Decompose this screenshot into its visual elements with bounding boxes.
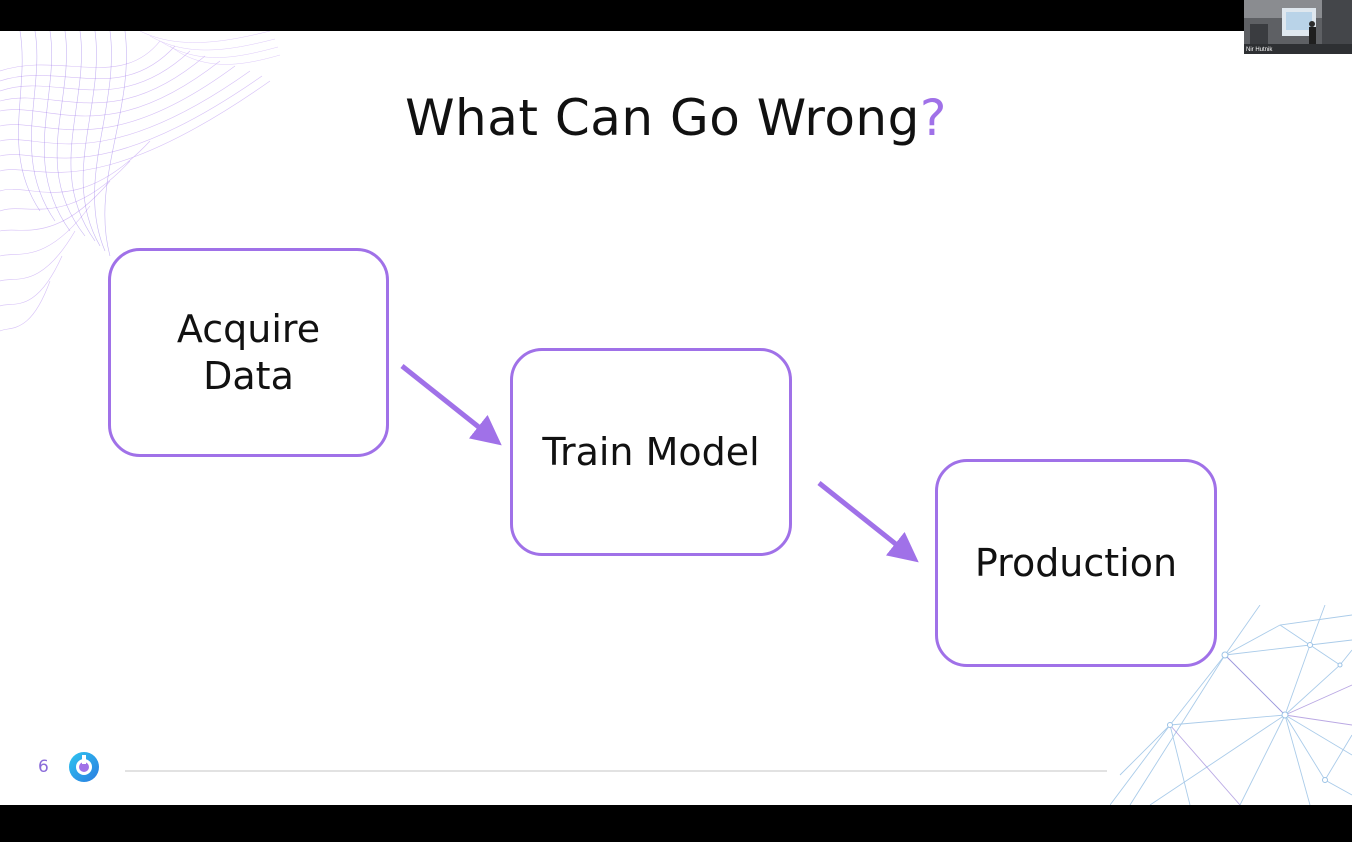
flow-step-label: Train Model	[542, 429, 760, 474]
arrow-acquire-to-train	[400, 364, 502, 446]
flow-step-label: Production	[974, 540, 1178, 585]
flow-step-production: Production	[935, 459, 1217, 667]
letterbox-bottom	[0, 805, 1352, 842]
flow-step-label: Acquire Data	[176, 307, 321, 398]
participant-video-tile[interactable]: Nir Hutnik	[1244, 0, 1352, 54]
arrow-train-to-production	[817, 481, 919, 563]
page-number: 6	[38, 757, 49, 777]
flow-step-train-model: Train Model	[510, 348, 792, 556]
flow-arrows	[400, 364, 919, 563]
participant-name: Nir Hutnik	[1246, 47, 1273, 53]
slide-title-accent: ?	[919, 89, 947, 147]
company-logo-icon	[69, 752, 99, 782]
slide-title: What Can Go Wrong?	[0, 89, 1352, 147]
wave-decoration	[0, 31, 280, 332]
flow-step-acquire-data: Acquire Data	[108, 248, 389, 457]
letterbox-top	[0, 0, 1352, 31]
network-decoration	[1110, 605, 1352, 805]
video-feed-image	[1244, 0, 1352, 54]
slide-title-text: What Can Go Wrong	[405, 89, 920, 147]
footer-divider	[125, 770, 1107, 772]
presentation-slide: What Can Go Wrong? Acquire Data Train Mo…	[0, 31, 1352, 805]
